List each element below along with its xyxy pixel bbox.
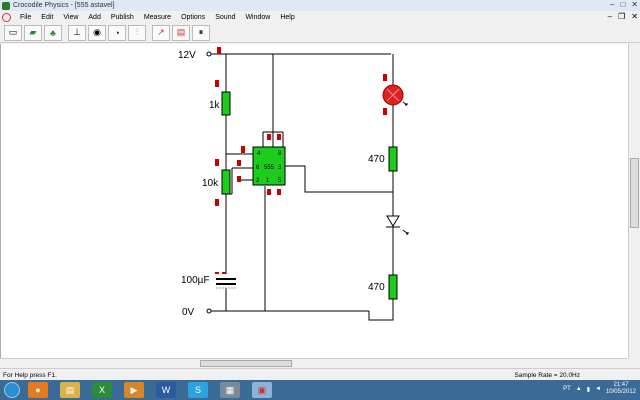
close-icon[interactable]: ✕ (631, 0, 638, 9)
document-icon[interactable] (2, 12, 11, 22)
pin-1: 1 (266, 178, 270, 184)
calculator-icon[interactable]: ▦ (220, 382, 240, 398)
window-title: Crocodile Physics - [555 astavel] (13, 2, 115, 9)
sample-rate: Sample Rate = 20.0Hz (514, 371, 580, 379)
menu-edit[interactable]: Edit (41, 13, 54, 21)
capacitor-label: 100µF (181, 275, 210, 286)
probe-markers[interactable] (215, 47, 387, 277)
window-controls: – □ ✕ (610, 0, 638, 9)
volume-icon[interactable]: ◄ (595, 386, 601, 392)
pin-4: 4 (257, 151, 261, 157)
pointer-icon[interactable]: ↗ (152, 24, 170, 41)
clock-date: 10/05/2012 (605, 389, 636, 395)
media-icon[interactable]: ▶ (124, 382, 144, 398)
pin-2: 2 (256, 178, 260, 184)
menu-add[interactable]: Add (88, 13, 101, 21)
menu-publish[interactable]: Publish (110, 13, 134, 21)
maximize-icon[interactable]: □ (620, 0, 626, 9)
led[interactable] (386, 215, 409, 235)
horizontal-scroll-thumb[interactable] (200, 360, 292, 367)
skype-icon[interactable]: S (188, 382, 208, 398)
chip-label: 555 (264, 165, 275, 171)
minimize-icon[interactable]: – (610, 0, 615, 9)
ic-555[interactable] (252, 146, 286, 186)
r4-label: 470 (368, 282, 385, 293)
pin-8: 8 (278, 151, 282, 157)
clock[interactable]: 21:47 10/05/2012 (606, 382, 636, 396)
menu-bar: File Edit View Add Publish Measure Optio… (0, 11, 640, 23)
new-icon[interactable]: ▭ (4, 24, 22, 41)
excel-icon[interactable]: X (92, 382, 112, 398)
record-icon[interactable]: ◉ (88, 24, 106, 41)
help-text: For Help press F1. (3, 371, 57, 379)
firefox-icon[interactable]: ● (28, 382, 48, 398)
circuit-diagram[interactable]: 12V 0V 1k 10k 1 (1, 44, 629, 358)
open-icon[interactable]: ▰ (24, 24, 42, 41)
menu-options[interactable]: Options (181, 13, 206, 21)
pin-6: 6 (256, 165, 260, 171)
explorer-icon[interactable]: ▤ (60, 382, 80, 398)
pin-3: 3 (278, 165, 282, 171)
library-icon[interactable]: ♣ (44, 24, 62, 41)
pin-5: 5 (278, 178, 282, 184)
ground-label: 0V (182, 307, 195, 318)
start-button[interactable] (4, 382, 20, 398)
resistor-470-top[interactable] (388, 146, 398, 172)
horizontal-scrollbar[interactable] (0, 358, 628, 368)
doc-minimize-icon[interactable]: – (607, 12, 613, 21)
crocodile-icon[interactable]: ▣ (252, 382, 272, 398)
capacitor[interactable] (214, 274, 238, 288)
supply-label: 12V (178, 50, 196, 61)
resistor-470-bottom[interactable] (388, 274, 398, 300)
system-tray: PT ▲ ▮ ◄ 21:47 10/05/2012 (563, 382, 636, 396)
menu-window[interactable]: Window (245, 13, 271, 21)
menu-sound[interactable]: Sound (215, 13, 236, 21)
status-bar: For Help press F1. Sample Rate = 20.0Hz (0, 368, 640, 381)
menu-file[interactable]: File (20, 13, 32, 21)
doc-close-icon[interactable]: ✕ (631, 12, 638, 21)
taskbar: ● ▤ X ▶ W S ▦ ▣ PT ▲ ▮ ◄ 21:47 10/05/201… (0, 380, 640, 400)
network-icon[interactable]: ▮ (586, 386, 591, 393)
component-icon[interactable]: ⊥ (68, 24, 86, 41)
meter-icon[interactable]: ◔ (108, 24, 126, 41)
graph-icon[interactable]: ▤ (172, 24, 190, 41)
tray-arrow-icon[interactable]: ▲ (575, 386, 582, 392)
r3-label: 470 (368, 154, 385, 165)
r1-label: 1k (209, 100, 221, 111)
vertical-scroll-thumb[interactable] (630, 158, 639, 228)
document-controls: – ❐ ✕ (608, 12, 638, 21)
menu-view[interactable]: View (63, 13, 79, 21)
crocodile-app-icon (2, 1, 10, 10)
doc-restore-icon[interactable]: ❐ (618, 12, 626, 21)
language-indicator[interactable]: PT (563, 386, 571, 392)
resistor-10k[interactable] (221, 169, 231, 195)
menu-help[interactable]: Help (280, 13, 295, 21)
clock-time: 21:47 (613, 382, 629, 388)
resistor-1k[interactable] (221, 91, 231, 116)
toolbar: ▭ ▰ ♣ ⊥ ◉ ◔ ⫶ ↗ ▤ ⏸ (0, 23, 640, 43)
word-icon[interactable]: W (156, 382, 176, 398)
title-bar: Crocodile Physics - [555 astavel] – □ ✕ (0, 0, 640, 11)
circuit-canvas[interactable]: 12V 0V 1k 10k 1 (0, 44, 629, 358)
vertical-scrollbar[interactable] (628, 44, 640, 358)
r2-label: 10k (202, 178, 219, 189)
stop-icon[interactable]: ⏸ (192, 24, 210, 41)
menu-measure[interactable]: Measure (143, 13, 172, 21)
battery-icon[interactable]: ⫶ (128, 24, 146, 41)
